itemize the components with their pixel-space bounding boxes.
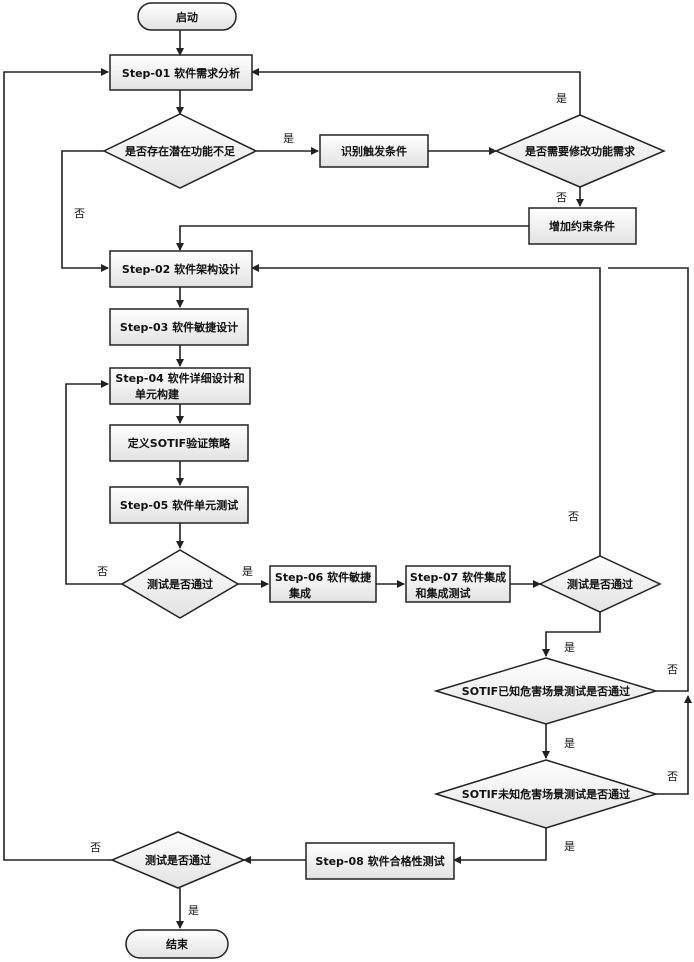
label-yes-test2: 是 [564, 641, 575, 654]
decision-unknown-label: SOTIF未知危害场景测试是否通过 [462, 787, 630, 801]
box-step03: Step-03 软件敏捷设计 [109, 308, 249, 346]
decision-test1-label: 测试是否通过 [147, 577, 213, 591]
step05-label: Step-05 软件单元测试 [120, 498, 238, 512]
label-no-test2: 否 [568, 510, 579, 523]
add-constraint-label: 增加约束条件 [549, 219, 615, 233]
label-yes-test1: 是 [242, 565, 253, 578]
box-identify-trigger: 识别触发条件 [319, 134, 429, 168]
step06-label-line1: Step-06 软件敏捷 [275, 570, 372, 584]
decision-unknown: SOTIF未知危害场景测试是否通过 [433, 759, 659, 829]
terminal-start: 启动 [137, 2, 237, 31]
edge-test1-no-step04 [65, 380, 122, 585]
label-yes-potential: 是 [283, 132, 294, 145]
decision-potential: 是否存在潜在功能不足 [102, 113, 258, 189]
label-no-unknown: 否 [667, 770, 678, 783]
step04-label-line2: 单元构建 [135, 387, 180, 401]
decision-test1: 测试是否通过 [120, 549, 240, 619]
box-step08: Step-08 软件合格性测试 [305, 842, 455, 880]
decision-test3: 测试是否通过 [110, 831, 246, 889]
label-no-potential: 否 [74, 207, 85, 220]
label-yes-known: 是 [564, 737, 575, 750]
edge-test2-no-step02 [251, 264, 601, 556]
label-yes-test3: 是 [188, 904, 199, 917]
edge-test2-yes-known [542, 612, 601, 657]
step08-label: Step-08 软件合格性测试 [315, 854, 444, 868]
step07-label-line1: Step-07 软件集成 [410, 570, 506, 584]
edge-unknown-yes-step08 [453, 828, 547, 864]
sotif-strategy-label: 定义SOTIF验证策略 [128, 436, 231, 450]
box-step06: Step-06 软件敏捷 集成 [269, 565, 377, 603]
label-yes-unknown: 是 [564, 840, 575, 853]
step07-label-line2: 和集成测试 [416, 586, 471, 600]
decision-modify: 是否需要修改功能需求 [494, 114, 666, 188]
decision-potential-label: 是否存在潜在功能不足 [124, 144, 236, 158]
box-sotif-strategy: 定义SOTIF验证策略 [109, 424, 249, 462]
step02-label: Step-02 软件架构设计 [122, 262, 240, 276]
decision-modify-label: 是否需要修改功能需求 [524, 144, 636, 158]
box-step02: Step-02 软件架构设计 [109, 250, 253, 288]
edge-constraint-step02 [176, 225, 529, 251]
decision-test3-label: 测试是否通过 [145, 853, 211, 867]
terminal-end: 结束 [125, 929, 229, 959]
edge-unknown-no-loop [656, 695, 692, 795]
label-no-test3: 否 [90, 841, 101, 854]
step01-label: Step-01 软件需求分析 [122, 66, 240, 80]
decision-test2-label: 测试是否通过 [567, 577, 633, 591]
step03-label: Step-03 软件敏捷设计 [120, 320, 238, 334]
box-step04: Step-04 软件详细设计和 单元构建 [109, 367, 251, 405]
decision-known-label: SOTIF已知危害场景测试是否通过 [462, 684, 630, 698]
connectors [3, 30, 692, 929]
branch-labels: 是 否 是 否 否 是 否 是 否 是 否 是 否 是 [74, 92, 678, 917]
edge-known-no-loop [608, 267, 689, 692]
step04-label-line1: Step-04 软件详细设计和 [115, 371, 244, 385]
box-step05: Step-05 软件单元测试 [109, 486, 249, 524]
label-yes-modify: 是 [556, 92, 567, 105]
edge-potential-no-step02 [61, 150, 109, 272]
edge-test3-no-step01 [3, 68, 112, 861]
decision-known: SOTIF已知危害场景测试是否通过 [433, 657, 659, 725]
identify-trigger-label: 识别触发条件 [341, 144, 407, 158]
label-no-test1: 否 [97, 565, 108, 578]
decision-test2: 测试是否通过 [538, 555, 662, 613]
box-add-constraint: 增加约束条件 [528, 207, 637, 245]
label-no-modify: 否 [556, 191, 567, 204]
start-label: 启动 [176, 10, 198, 24]
label-no-known: 否 [667, 663, 678, 676]
step06-label-line2: 集成 [288, 586, 311, 600]
box-step01: Step-01 软件需求分析 [109, 54, 253, 91]
end-label: 结束 [165, 937, 189, 951]
box-step07: Step-07 软件集成 和集成测试 [405, 565, 511, 603]
edge-modify-yes-step01 [251, 68, 581, 115]
